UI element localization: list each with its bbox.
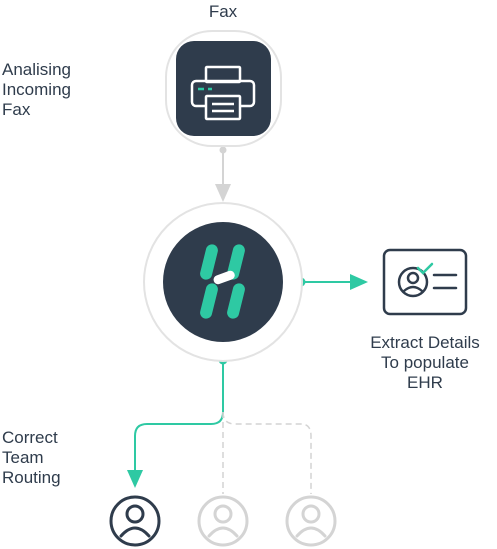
connector-fax-to-hub <box>215 146 231 202</box>
id-card-icon <box>397 262 458 298</box>
label-line: Extract Details <box>370 333 480 352</box>
label-line: To populate <box>381 353 469 372</box>
hub-node <box>143 202 303 362</box>
extract-details-label: Extract Details To populate EHR <box>352 333 497 393</box>
label-line: Fax <box>2 100 31 119</box>
team-member-active[interactable] <box>109 495 161 547</box>
user-icon <box>285 495 337 547</box>
label-line: Analising <box>2 60 71 79</box>
label-line: Incoming <box>2 80 71 99</box>
analysing-incoming-fax-label: Analising Incoming Fax <box>2 60 142 120</box>
label-line: EHR <box>407 373 443 392</box>
user-icon <box>109 495 161 547</box>
fax-node <box>165 30 282 147</box>
extract-details-node <box>382 248 468 316</box>
label-line: Routing <box>2 468 61 487</box>
label-line: Team <box>2 448 44 467</box>
team-member-inactive[interactable] <box>197 495 249 547</box>
user-icon <box>197 495 249 547</box>
printer-icon <box>190 65 256 121</box>
correct-team-routing-label: Correct Team Routing <box>2 428 122 488</box>
team-member-inactive[interactable] <box>285 495 337 547</box>
fax-title: Fax <box>208 2 238 21</box>
connector-hub-to-team <box>127 355 312 494</box>
connector-hub-to-extract <box>296 274 368 290</box>
brand-logo-icon <box>200 244 245 319</box>
label-line: Correct <box>2 428 58 447</box>
